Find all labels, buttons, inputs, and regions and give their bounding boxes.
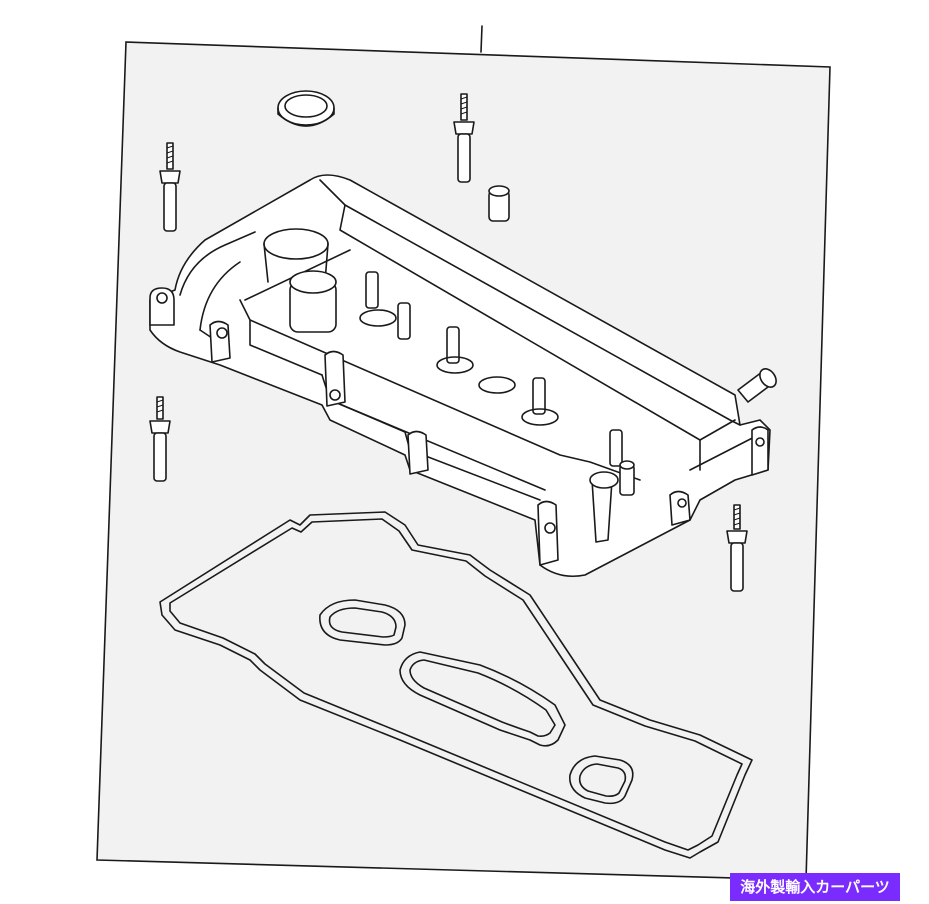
stud-bolt-right xyxy=(726,504,748,592)
spacer-sleeve xyxy=(488,185,510,222)
oring-seal xyxy=(277,90,335,127)
watermark-badge: 海外製輸入カーパーツ xyxy=(730,873,900,901)
stud-bolt-left-upper xyxy=(159,142,181,232)
valve-cover-gasket xyxy=(159,511,753,859)
valve-cover xyxy=(149,174,777,578)
stud-bolt-top-center xyxy=(453,93,475,183)
callout-leader-line xyxy=(480,25,483,53)
stud-bolt-left-lower xyxy=(149,396,171,482)
